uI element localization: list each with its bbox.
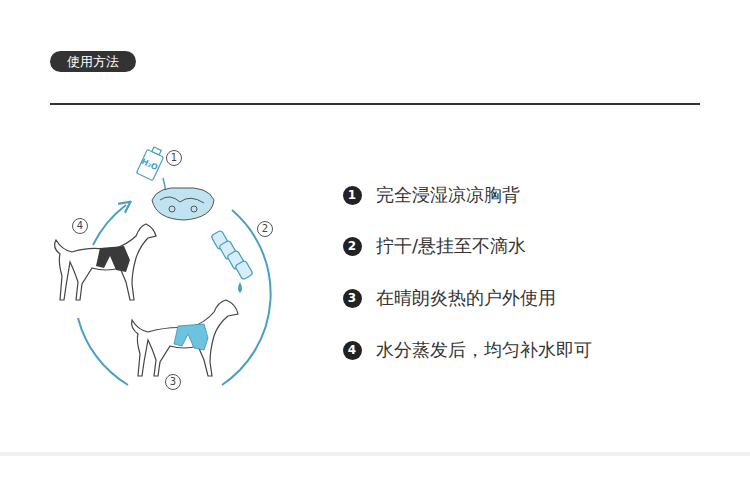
rule-line <box>50 103 700 105</box>
callout-number: 2 <box>343 237 362 256</box>
dog-teal-harness <box>132 300 238 376</box>
callout-circle: 2 <box>257 221 273 237</box>
section-title: 使用方法 <box>50 51 136 72</box>
callout-number: 3 <box>343 289 362 308</box>
cycle-arc <box>78 318 128 385</box>
callout-circle: 3 <box>165 374 181 390</box>
bottom-band <box>0 452 750 456</box>
step-number-badge: 4 <box>343 341 362 360</box>
step-text: 拧干/悬挂至不滴水 <box>376 235 526 257</box>
water-drop <box>238 282 242 293</box>
callout-number: 4 <box>73 219 87 233</box>
callout-number: 2 <box>258 222 272 236</box>
wringing-harness <box>211 230 253 280</box>
dog-dark-harness <box>55 224 156 300</box>
callout-number: 1 <box>167 151 181 165</box>
step-number-badge: 3 <box>343 289 362 308</box>
step-number-badge: 1 <box>343 186 362 205</box>
step-text: 水分蒸发后，均匀补水即可 <box>376 339 592 361</box>
callout-circle: 4 <box>72 218 88 234</box>
step-number-badge: 2 <box>343 237 362 256</box>
callout-number: 3 <box>166 375 180 389</box>
callout-number: 1 <box>343 186 362 205</box>
water-bottle <box>136 145 165 181</box>
callout-number: 4 <box>343 341 362 360</box>
step-text: 完全浸湿凉凉胸背 <box>376 184 520 206</box>
cycle-arrow <box>93 205 126 245</box>
step-text: 在晴朗炎热的户外使用 <box>376 287 556 309</box>
callout-circle: 1 <box>166 150 182 166</box>
soaking-harness <box>152 188 214 220</box>
title-pill <box>50 51 136 72</box>
